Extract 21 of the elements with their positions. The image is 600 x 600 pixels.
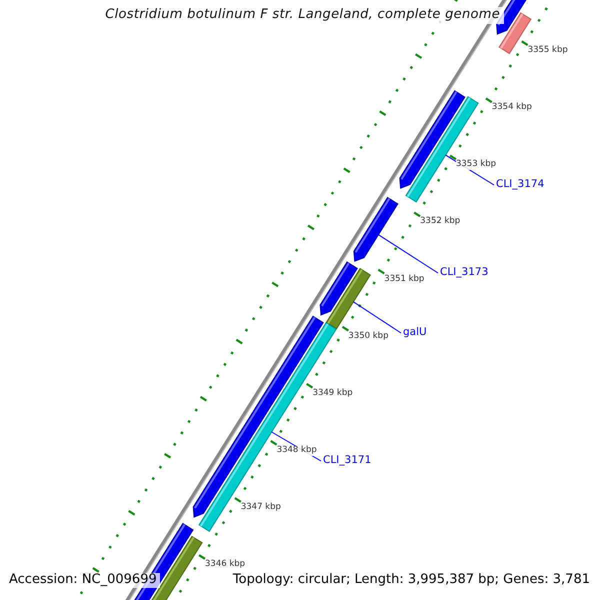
tick-label: 3348 kbp: [276, 446, 317, 456]
gene-feature: [353, 196, 398, 262]
tick-label: 3349 kbp: [312, 388, 353, 398]
gene-label: CLI_3173: [440, 266, 488, 278]
gene-label: CLI_3171: [323, 454, 372, 466]
tick-label: 3354 kbp: [492, 103, 532, 114]
tick-label: 3353 kbp: [456, 160, 496, 170]
gene-feature: [405, 96, 479, 203]
gene-feature: [326, 268, 371, 330]
summary-label: Topology: circular; Length: 3,995,387 bp; Genes: 3,781: [230, 573, 592, 588]
gene-label: CLI_3174: [496, 178, 544, 190]
leader-line: [378, 234, 438, 274]
tick-label: 3350 kbp: [348, 332, 388, 342]
accession-label: Accession: NC_009699: [6, 573, 160, 588]
leader-line: [352, 301, 402, 334]
tick-label: 3346 kbp: [205, 560, 246, 570]
tick-label: 3351 kbp: [384, 274, 424, 284]
tick-label: 3355 kbp: [528, 46, 568, 56]
tick-label: 3352 kbp: [420, 217, 460, 228]
tick-label: 3347 kbp: [240, 502, 281, 513]
gene-label: galU: [403, 326, 427, 338]
